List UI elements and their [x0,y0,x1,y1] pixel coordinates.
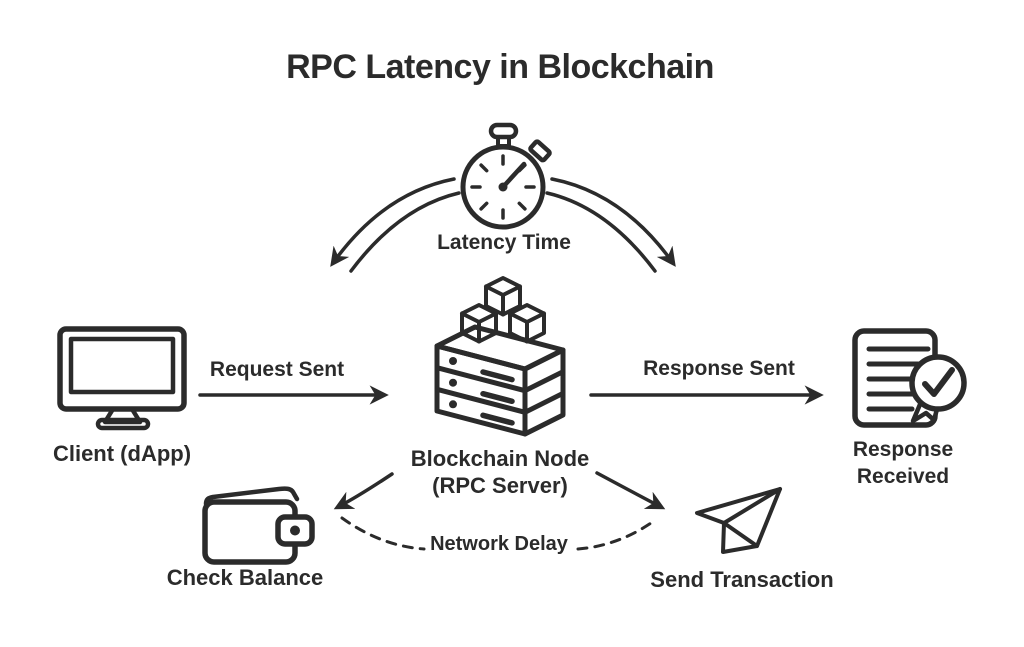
desktop-monitor-icon [57,326,187,431]
response-received-label: Response Received [853,436,953,490]
response-sent-label: Response Sent [643,357,795,380]
node-to-plane-arrow [595,471,666,510]
response-received-label-line1: Response [852,438,954,461]
document-checkmark-icon [852,328,967,428]
stopwatch-icon [460,122,552,230]
client-label: Client (dApp) [52,441,192,466]
network-delay-dashed-left [340,516,426,551]
latency-left-arc-arrow [330,177,461,273]
network-delay-label: Network Delay [430,533,568,555]
response-received-label-line2: Received [856,465,950,488]
check-balance-label: Check Balance [166,565,324,590]
diagram-title: RPC Latency in Blockchain [286,48,714,86]
blockchain-node-label: Blockchain Node (RPC Server) [411,445,589,499]
latency-time-label: Latency Time [437,231,571,254]
send-transaction-label: Send Transaction [650,567,834,592]
blockchain-node-label-line1: Blockchain Node [410,446,590,471]
wallet-icon [202,486,315,565]
server-stack-cubes-icon [434,276,566,437]
network-delay-dashed-right [576,519,656,551]
latency-right-arc-arrow [545,177,676,273]
node-to-wallet-arrow [333,472,394,510]
paper-plane-icon [695,487,782,554]
request-sent-label: Request Sent [209,358,345,381]
blockchain-node-label-line2: (RPC Server) [432,473,568,498]
